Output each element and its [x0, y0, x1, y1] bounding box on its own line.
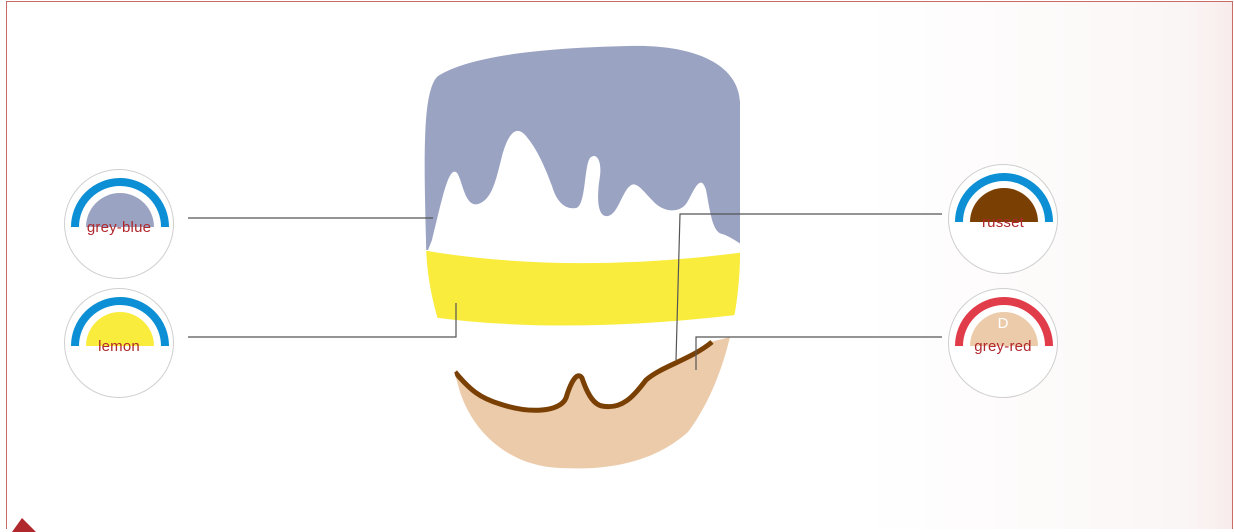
leader-line-grey-red [696, 337, 942, 370]
swatch-letter-grey-red: D [949, 315, 1057, 332]
swatch-label-grey-blue: grey-blue [65, 219, 173, 236]
swatch-grey-red: D grey-red [948, 288, 1058, 398]
swatch-russet: russet [948, 164, 1058, 274]
swatch-label-russet: russet [949, 214, 1057, 231]
swatch-lemon: lemon [64, 288, 174, 398]
swatch-grey-blue: grey-blue [64, 169, 174, 279]
swatch-label-grey-red: grey-red [949, 338, 1057, 355]
swatch-label-lemon: lemon [65, 338, 173, 355]
leader-line-lemon [188, 303, 456, 337]
